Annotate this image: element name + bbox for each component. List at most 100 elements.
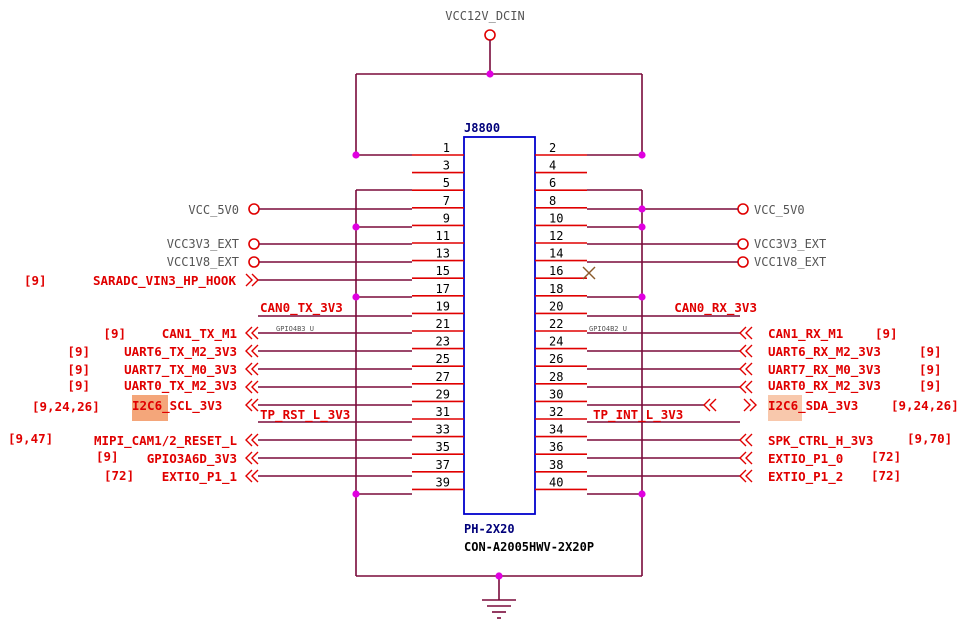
net-ref-mipi-reset: [9,47] xyxy=(8,431,53,446)
net-ref-saradc: [9] xyxy=(24,273,47,288)
pin-number-11: 11 xyxy=(436,229,450,243)
pin-number-21: 21 xyxy=(436,317,450,331)
port-arrow-left xyxy=(251,362,259,376)
port-arrow-left xyxy=(251,469,259,483)
junction-dot xyxy=(638,293,646,301)
highlight-i2c6-sda xyxy=(768,395,802,421)
port-arrow-saradc xyxy=(245,273,253,287)
net-label-tp-int: TP_INT_L_3V3 xyxy=(593,407,683,423)
pin-number-9: 9 xyxy=(443,211,450,225)
port-arrow-right xyxy=(745,469,753,483)
pin-number-26: 26 xyxy=(549,352,563,366)
port-arrow-right xyxy=(739,380,747,394)
pin-number-8: 8 xyxy=(549,194,556,208)
pin-number-7: 7 xyxy=(443,194,450,208)
port-arrow-right xyxy=(739,451,747,465)
pin-number-30: 30 xyxy=(549,387,563,401)
power-port-left-3v3 xyxy=(248,238,260,250)
net-ref-uart6-rx: [9] xyxy=(919,344,942,359)
junction-dot xyxy=(638,151,646,159)
port-arrow-right xyxy=(745,344,753,358)
net-ref-gpio3a6d: [9] xyxy=(96,449,119,464)
junction-dot xyxy=(352,293,360,301)
port-arrow-left xyxy=(245,380,253,394)
connector-body xyxy=(463,136,536,515)
port-arrow-left xyxy=(251,326,259,340)
net-ref-uart7-tx: [9] xyxy=(67,362,90,377)
net-label-uart7-tx: UART7_TX_M0_3V3 xyxy=(124,362,237,378)
pin-number-10: 10 xyxy=(549,211,563,225)
port-arrow-right xyxy=(739,362,747,376)
port-arrow-left xyxy=(245,433,253,447)
ground-symbol xyxy=(482,599,516,619)
power-port-left-1v8 xyxy=(248,256,260,268)
port-arrow-right xyxy=(745,380,753,394)
port-arrow-i2c-sda-out xyxy=(749,398,757,412)
pin-number-27: 27 xyxy=(436,370,450,384)
net-label-can0-rx: CAN0_RX_3V3 xyxy=(674,300,757,316)
net-label-gpio4b3: GPIO4B3_U xyxy=(276,325,314,333)
connector-type: PH-2X20 xyxy=(464,522,515,536)
pin-number-34: 34 xyxy=(549,423,563,437)
net-label-tp-rst: TP_RST_L_3V3 xyxy=(260,407,350,423)
power-label-right-5v0: VCC_5V0 xyxy=(754,203,805,217)
pin-group: 1357911131517192123252729313335373924681… xyxy=(412,141,587,491)
port-arrow-right xyxy=(745,326,753,340)
net-ref-extio-p1-0: [72] xyxy=(871,449,901,464)
net-ref-can1-rx: [9] xyxy=(875,326,898,341)
net-ref-can1-tx: [9] xyxy=(103,326,126,341)
power-label-right-3v3: VCC3V3_EXT xyxy=(754,237,826,251)
power-label-left-3v3: VCC3V3_EXT xyxy=(167,237,239,251)
net-label-uart6-tx: UART6_TX_M2_3V3 xyxy=(124,344,237,360)
net-label-can0-tx: CAN0_TX_3V3 xyxy=(260,300,343,316)
net-label-can1-rx: CAN1_RX_M1 xyxy=(768,326,843,342)
net-ref-uart6-tx: [9] xyxy=(67,344,90,359)
port-arrow-i2c-sda-in xyxy=(709,398,717,412)
pin-number-29: 29 xyxy=(436,387,450,401)
net-label-extio-p1-2: EXTIO_P1_2 xyxy=(768,469,843,485)
port-arrow-saradc xyxy=(251,273,259,287)
net-ref-extio-p1-2: [72] xyxy=(871,468,901,483)
net-label-gpio3a6d: GPIO3A6D_3V3 xyxy=(147,451,237,467)
pin-number-12: 12 xyxy=(549,229,563,243)
port-arrow-left xyxy=(245,344,253,358)
junction-dot xyxy=(352,490,360,498)
pin-number-24: 24 xyxy=(549,335,563,349)
port-arrow-i2c-sda-out xyxy=(743,398,751,412)
port-arrow-right xyxy=(745,433,753,447)
pin-number-31: 31 xyxy=(436,405,450,419)
junction-dots xyxy=(352,70,646,580)
net-ref-extio-p1-1: [72] xyxy=(104,468,134,483)
pin-number-3: 3 xyxy=(443,159,450,173)
net-label-uart0-rx: UART0_RX_M2_3V3 xyxy=(768,378,881,394)
power-port-vcc12v xyxy=(484,29,496,41)
net-ref-spk-ctrl: [9,70] xyxy=(907,431,952,446)
net-label-gpio4b2: GPIO4B2_U xyxy=(589,325,627,333)
net-label-uart6-rx: UART6_RX_M2_3V3 xyxy=(768,344,881,360)
port-arrow-left xyxy=(251,398,259,412)
junction-dot xyxy=(638,490,646,498)
ground-rails xyxy=(355,190,643,600)
no-connect-marker-pin16 xyxy=(582,266,596,280)
port-arrow-right xyxy=(739,326,747,340)
pin-number-17: 17 xyxy=(436,282,450,296)
pin-number-14: 14 xyxy=(549,247,563,261)
net-label-extio-p1-0: EXTIO_P1_0 xyxy=(768,451,843,467)
pin-number-35: 35 xyxy=(436,440,450,454)
power-label-left-5v0: VCC_5V0 xyxy=(188,203,239,217)
pin-number-6: 6 xyxy=(549,176,556,190)
pin-number-33: 33 xyxy=(436,423,450,437)
power-label-vcc12v: VCC12V_DCIN xyxy=(445,9,524,23)
port-arrow-right xyxy=(739,344,747,358)
port-arrows xyxy=(245,273,757,483)
junction-dot xyxy=(352,151,360,159)
net-label-uart7-rx: UART7_RX_M0_3V3 xyxy=(768,362,881,378)
pin-number-13: 13 xyxy=(436,247,450,261)
net-label-extio-p1-1: EXTIO_P1_1 xyxy=(162,469,237,485)
power-port-right-5v0 xyxy=(737,203,749,215)
pin-number-16: 16 xyxy=(549,264,563,278)
pin-number-19: 19 xyxy=(436,299,450,313)
net-ref-i2c6-sda: [9,24,26] xyxy=(891,398,959,413)
connector-part-number: CON-A2005HWV-2X20P xyxy=(464,540,594,554)
